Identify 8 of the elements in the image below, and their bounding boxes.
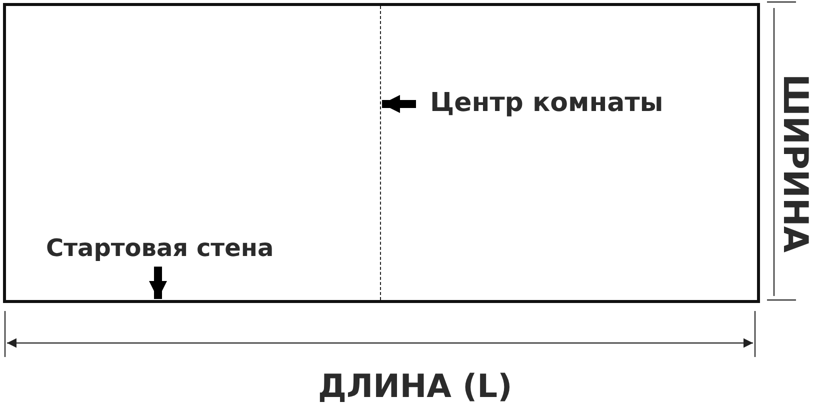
dimension-label: ШИРИНА: [778, 74, 812, 253]
center-dashed-line: [380, 6, 381, 300]
dimension-label: ДЛИНА (L): [318, 370, 512, 402]
label-text: Стартовая стена: [46, 235, 274, 263]
block-arrow: [149, 266, 167, 299]
room-outline: [3, 3, 760, 303]
label-text: Центр комнаты: [430, 89, 664, 119]
block-arrow: [382, 94, 416, 113]
